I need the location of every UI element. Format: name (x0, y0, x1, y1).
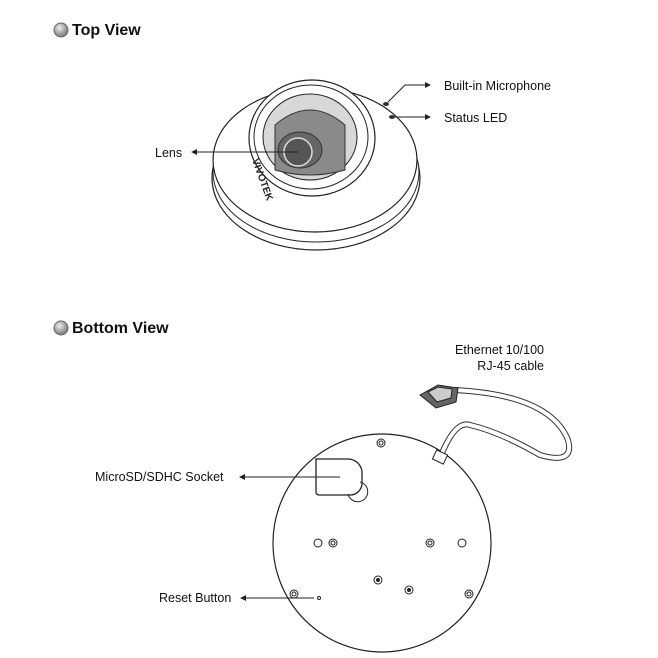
top-view-title: Top View (72, 22, 141, 39)
bullet-icon (53, 320, 69, 336)
label-reset-button: Reset Button (159, 591, 231, 605)
microphone-hole (383, 102, 389, 106)
bottom-view-title: Bottom View (72, 320, 169, 337)
bullet-icon (53, 22, 69, 38)
camera-bottom-view (272, 433, 492, 653)
reset-button (317, 596, 321, 600)
label-built-in-microphone: Built-in Microphone (444, 79, 551, 93)
label-status-led: Status LED (444, 111, 507, 125)
label-ethernet-line1: Ethernet 10/100 (455, 343, 544, 357)
label-lens: Lens (155, 146, 182, 160)
label-microsd-socket: MicroSD/SDHC Socket (95, 470, 224, 484)
label-ethernet-line2: RJ-45 cable (477, 359, 544, 373)
ethernet-cable (419, 384, 573, 465)
camera-top-view: VIVOTEK (211, 79, 421, 251)
status-led (389, 115, 395, 119)
